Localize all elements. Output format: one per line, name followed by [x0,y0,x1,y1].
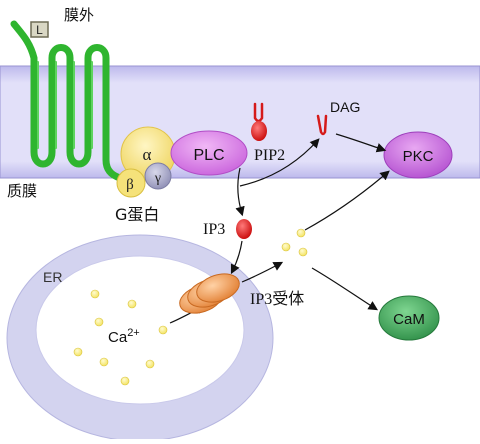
ligand-label: L [36,23,43,37]
plasma-membrane-label: 质膜 [7,182,37,200]
receptor-helix [10,20,124,182]
arrow-receptor-to-ca [241,261,284,283]
er-compartment [6,234,274,442]
ip3-label: IP3 [203,221,225,238]
g-protein-label: G蛋白 [115,205,159,224]
g-protein: α β γ [116,126,176,198]
plc-enzyme [170,130,248,176]
pip2-molecule [251,102,267,141]
pathway-arrows [169,133,390,324]
arrow-ca-to-pkc [304,170,390,231]
pip2-label: PIP2 [254,147,285,164]
ip3-receptor-channel [179,273,240,314]
dag-molecule [316,114,328,136]
arrow-dag-to-pkc [335,133,387,153]
outside-membrane-label: 膜外 [64,6,94,24]
ip3-molecule [236,219,252,239]
arrow-pip2-to-dag [239,138,320,187]
ligand-box: L [30,21,49,38]
arrow-ip3-to-receptor [230,240,243,275]
ca-ions-er [73,289,168,386]
g-beta-label: β [126,177,134,193]
plc-label: PLC [193,147,224,164]
ca-ions-cytosol [281,228,308,257]
g-alpha-label: α [143,145,152,164]
dag-label: DAG [330,99,360,115]
arrow-plc-to-ip3 [235,167,245,217]
pkc-label: PKC [403,148,434,165]
ip3-receptor-label: IP3受体 [250,290,304,308]
er-label: ER [43,269,62,285]
cam-protein [378,295,440,341]
cam-label: CaM [393,311,425,328]
arrow-ca-to-cam [311,267,379,311]
pkc-enzyme [383,131,453,179]
ca-label: Ca2+ [108,327,140,346]
g-gamma-label: γ [154,171,161,186]
